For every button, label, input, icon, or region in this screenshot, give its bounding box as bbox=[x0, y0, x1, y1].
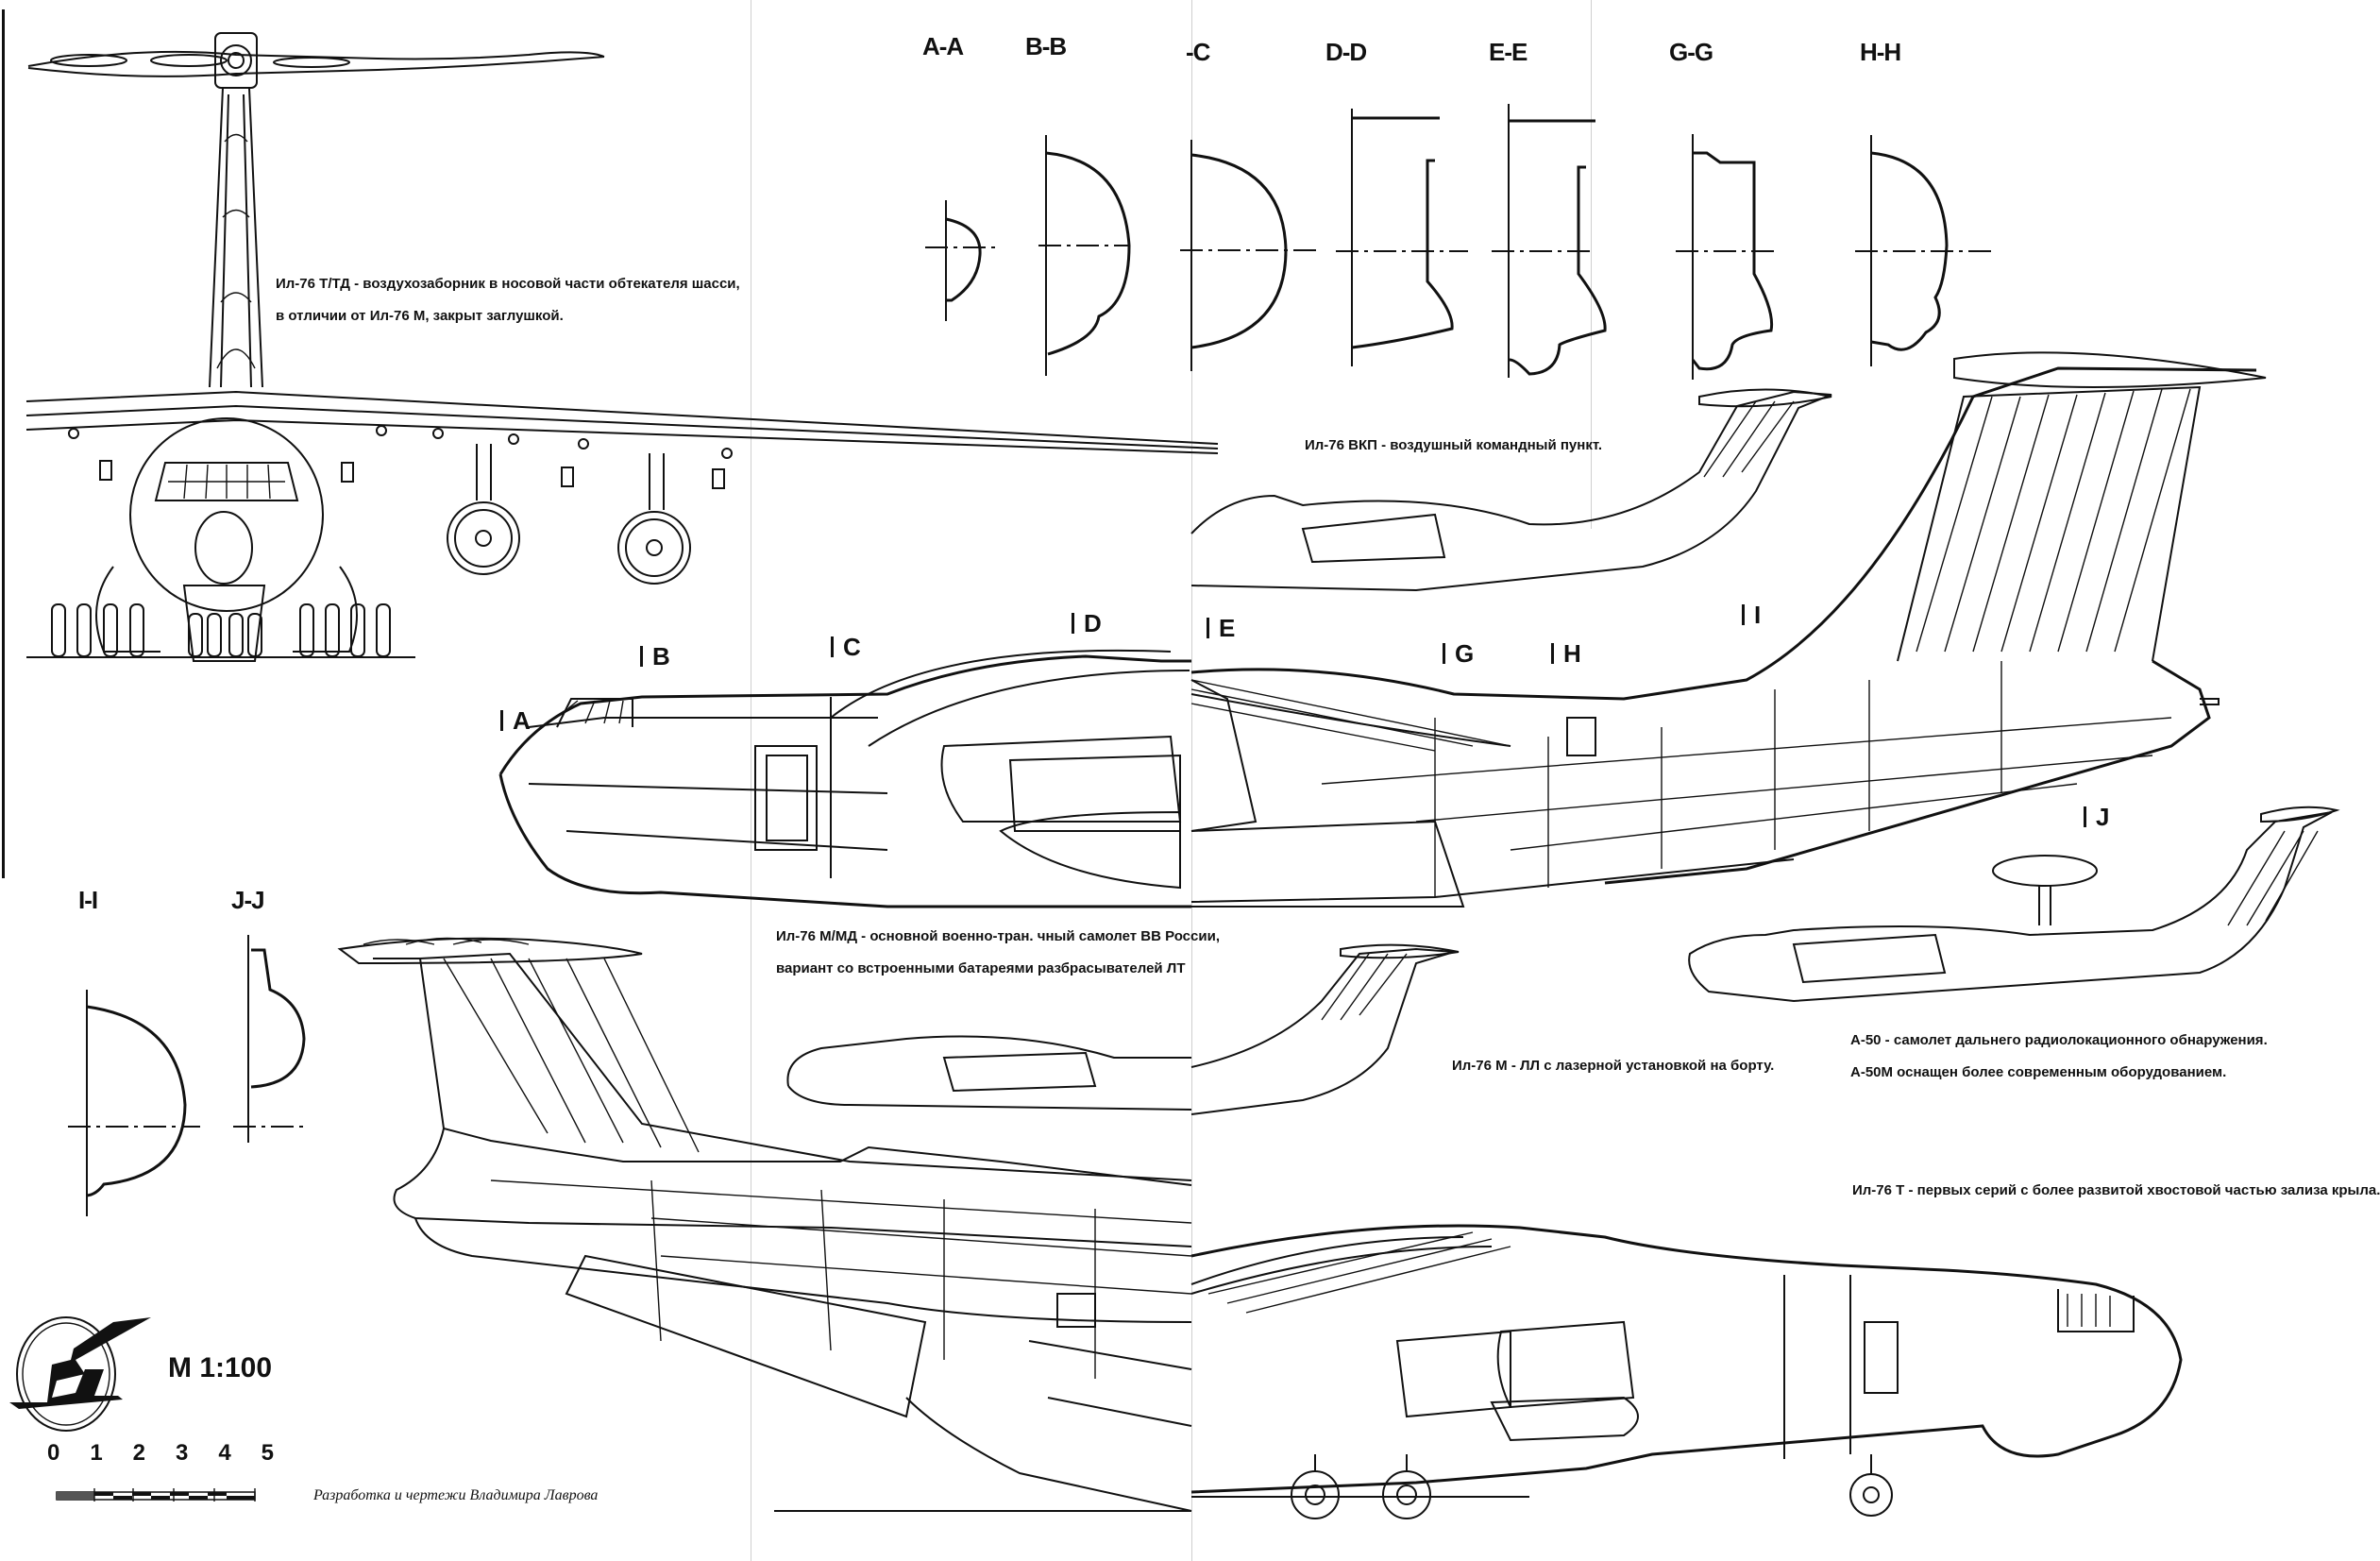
scale-bar bbox=[56, 1488, 256, 1502]
side-view-main-lower bbox=[337, 937, 1192, 1512]
caption-line: Ил-76 Т/ТД - воздухозаборник в носовой ч… bbox=[276, 276, 740, 292]
fold-line bbox=[1591, 0, 1592, 529]
caption-line: в отличии от Ил-76 М, закрыт заглушкой. bbox=[276, 308, 564, 324]
station-marker-e: E bbox=[1207, 614, 1235, 643]
caption-vkp: Ил-76 ВКП - воздушный командный пункт. bbox=[1305, 437, 1603, 453]
cross-sections-left bbox=[68, 935, 306, 1216]
caption-a50: А-50 - самолет дальнего радиолокационног… bbox=[1850, 1025, 2268, 1089]
fold-line bbox=[1191, 0, 1192, 1561]
section-title: D-D bbox=[1325, 38, 1367, 66]
caption-line: вариант со встроенными батареями разбрас… bbox=[776, 960, 1186, 976]
scale-tick: 4 bbox=[218, 1440, 231, 1466]
side-view-main-upper bbox=[498, 351, 2267, 908]
station-marker-g: G bbox=[1443, 639, 1474, 669]
scale-bar-ticks: 0 1 2 3 4 5 bbox=[47, 1440, 274, 1467]
caption-t-early: Ил-76 Т - первых серий с более развитой … bbox=[1852, 1182, 2380, 1198]
scale-label: М 1:100 bbox=[168, 1352, 273, 1383]
scale-tick: 3 bbox=[175, 1440, 189, 1466]
page-border-left bbox=[2, 9, 5, 878]
scale-tick: 1 bbox=[90, 1440, 103, 1466]
scale-tick: 0 bbox=[47, 1440, 60, 1466]
station-marker-a: A bbox=[500, 706, 531, 736]
tail-hub-icon bbox=[214, 32, 258, 89]
section-title: A-A bbox=[922, 32, 964, 60]
cross-sections-top bbox=[925, 104, 1992, 380]
caption-m-ll: Ил-76 М - ЛЛ с лазерной установкой на бо… bbox=[1452, 1058, 1775, 1074]
author-credit: Разработка и чертежи Владимира Лаврова bbox=[313, 1487, 599, 1503]
scale-tick: 2 bbox=[132, 1440, 146, 1466]
t-tail-stabilizer bbox=[1953, 351, 2267, 388]
section-title: -C bbox=[1186, 38, 1210, 66]
small-view-vkp bbox=[1190, 388, 1832, 592]
scale-tick: 5 bbox=[261, 1440, 274, 1466]
section-title: E-E bbox=[1489, 38, 1528, 66]
station-marker-c: C bbox=[831, 633, 861, 662]
station-marker-d: D bbox=[1072, 609, 1102, 638]
section-title: J-J bbox=[231, 886, 265, 914]
caption-line: Ил-76 М/МД - основной военно-тран. чный … bbox=[776, 928, 1220, 944]
section-title: I-I bbox=[78, 886, 98, 914]
caption-front-view: Ил-76 Т/ТД - воздухозаборник в носовой ч… bbox=[276, 268, 740, 332]
station-marker-h: H bbox=[1551, 639, 1581, 669]
station-marker-j: J bbox=[2084, 803, 2109, 832]
station-marker-b: B bbox=[640, 642, 670, 671]
section-title: G-G bbox=[1669, 38, 1713, 66]
front-view-drawing bbox=[25, 32, 1219, 662]
small-view-a50 bbox=[1688, 806, 2340, 1003]
caption-line: А-50М оснащен более современным оборудов… bbox=[1850, 1064, 2227, 1080]
station-marker-i: I bbox=[1742, 601, 1761, 630]
section-title: B-B bbox=[1025, 32, 1067, 60]
small-view-m-ll bbox=[786, 943, 1460, 1115]
caption-m-md: Ил-76 М/МД - основной военно-тран. чный … bbox=[776, 921, 1220, 985]
section-title: H-H bbox=[1860, 38, 1901, 66]
side-view-lower-right bbox=[1190, 1224, 2183, 1519]
radar-dome-icon bbox=[1992, 855, 2098, 887]
ilyushin-logo-icon bbox=[9, 1316, 151, 1432]
caption-line: А-50 - самолет дальнего радиолокационног… bbox=[1850, 1032, 2268, 1048]
